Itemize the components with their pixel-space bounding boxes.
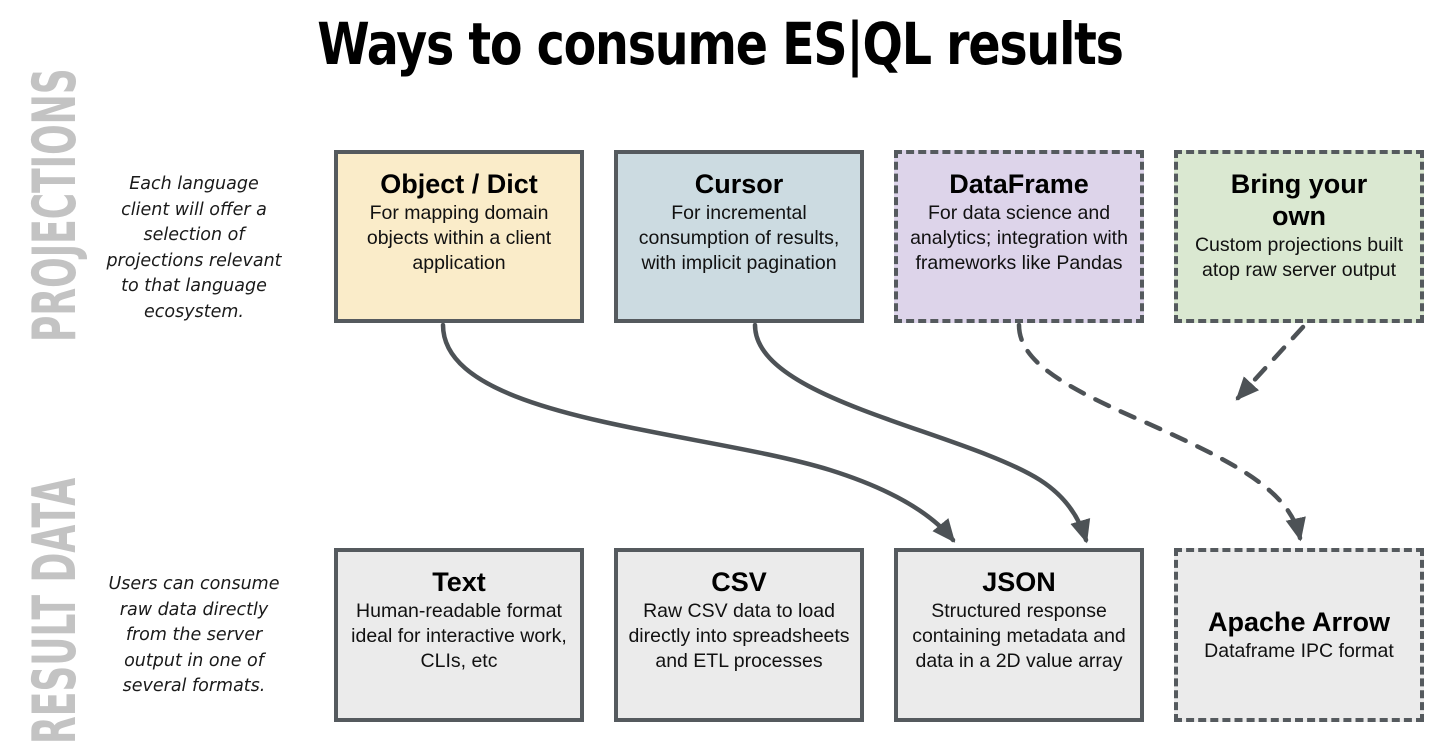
connector-cursor-to-json <box>752 322 1091 544</box>
node-cursor[interactable]: Cursor For incremental consumption of re… <box>614 150 864 323</box>
node-object-dict-desc: For mapping domain objects within a clie… <box>366 202 552 274</box>
node-object-dict[interactable]: Object / Dict For mapping domain objects… <box>334 150 584 323</box>
node-json[interactable]: JSON Structured response containing meta… <box>894 548 1144 722</box>
node-dataframe-desc: For data science and analytics; integrat… <box>910 202 1128 274</box>
node-object-dict-title: Object / Dict <box>380 169 538 199</box>
connector-object-dict-to-json <box>440 322 956 543</box>
node-dataframe[interactable]: DataFrame For data science and analytics… <box>894 150 1144 323</box>
node-cursor-desc: For incremental consumption of results, … <box>638 202 840 274</box>
node-apache-arrow[interactable]: Apache Arrow Dataframe IPC format <box>1174 548 1424 722</box>
node-csv-desc: Raw CSV data to load directly into sprea… <box>628 600 850 672</box>
caption-result-data: Users can consume raw data directly from… <box>108 574 280 696</box>
node-json-title: JSON <box>982 567 1056 597</box>
node-csv-title: CSV <box>711 567 767 597</box>
node-bring-your-own-title: Bring your own <box>1230 169 1368 231</box>
node-bring-your-own[interactable]: Bring your own Custom projections built … <box>1174 150 1424 323</box>
node-cursor-title: Cursor <box>694 169 784 199</box>
node-text-desc: Human-readable format ideal for interact… <box>351 600 567 672</box>
node-apache-arrow-desc: Dataframe IPC format <box>1204 640 1394 662</box>
node-json-desc: Structured response containing metadata … <box>912 600 1126 672</box>
connector-bring-your-own-to-dataframe <box>1235 324 1306 401</box>
page-title: Ways to consume ES|QL results <box>317 10 1124 78</box>
caption-projections: Each language client will offer a select… <box>106 174 282 322</box>
node-apache-arrow-title: Apache Arrow <box>1207 607 1391 637</box>
connector-dataframe-to-apache-arrow <box>1016 322 1306 542</box>
node-dataframe-title: DataFrame <box>949 169 1089 199</box>
node-text-title: Text <box>432 567 486 597</box>
node-csv[interactable]: CSV Raw CSV data to load directly into s… <box>614 548 864 722</box>
node-text[interactable]: Text Human-readable format ideal for int… <box>334 548 584 722</box>
node-bring-your-own-desc: Custom projections built atop raw server… <box>1194 234 1404 281</box>
